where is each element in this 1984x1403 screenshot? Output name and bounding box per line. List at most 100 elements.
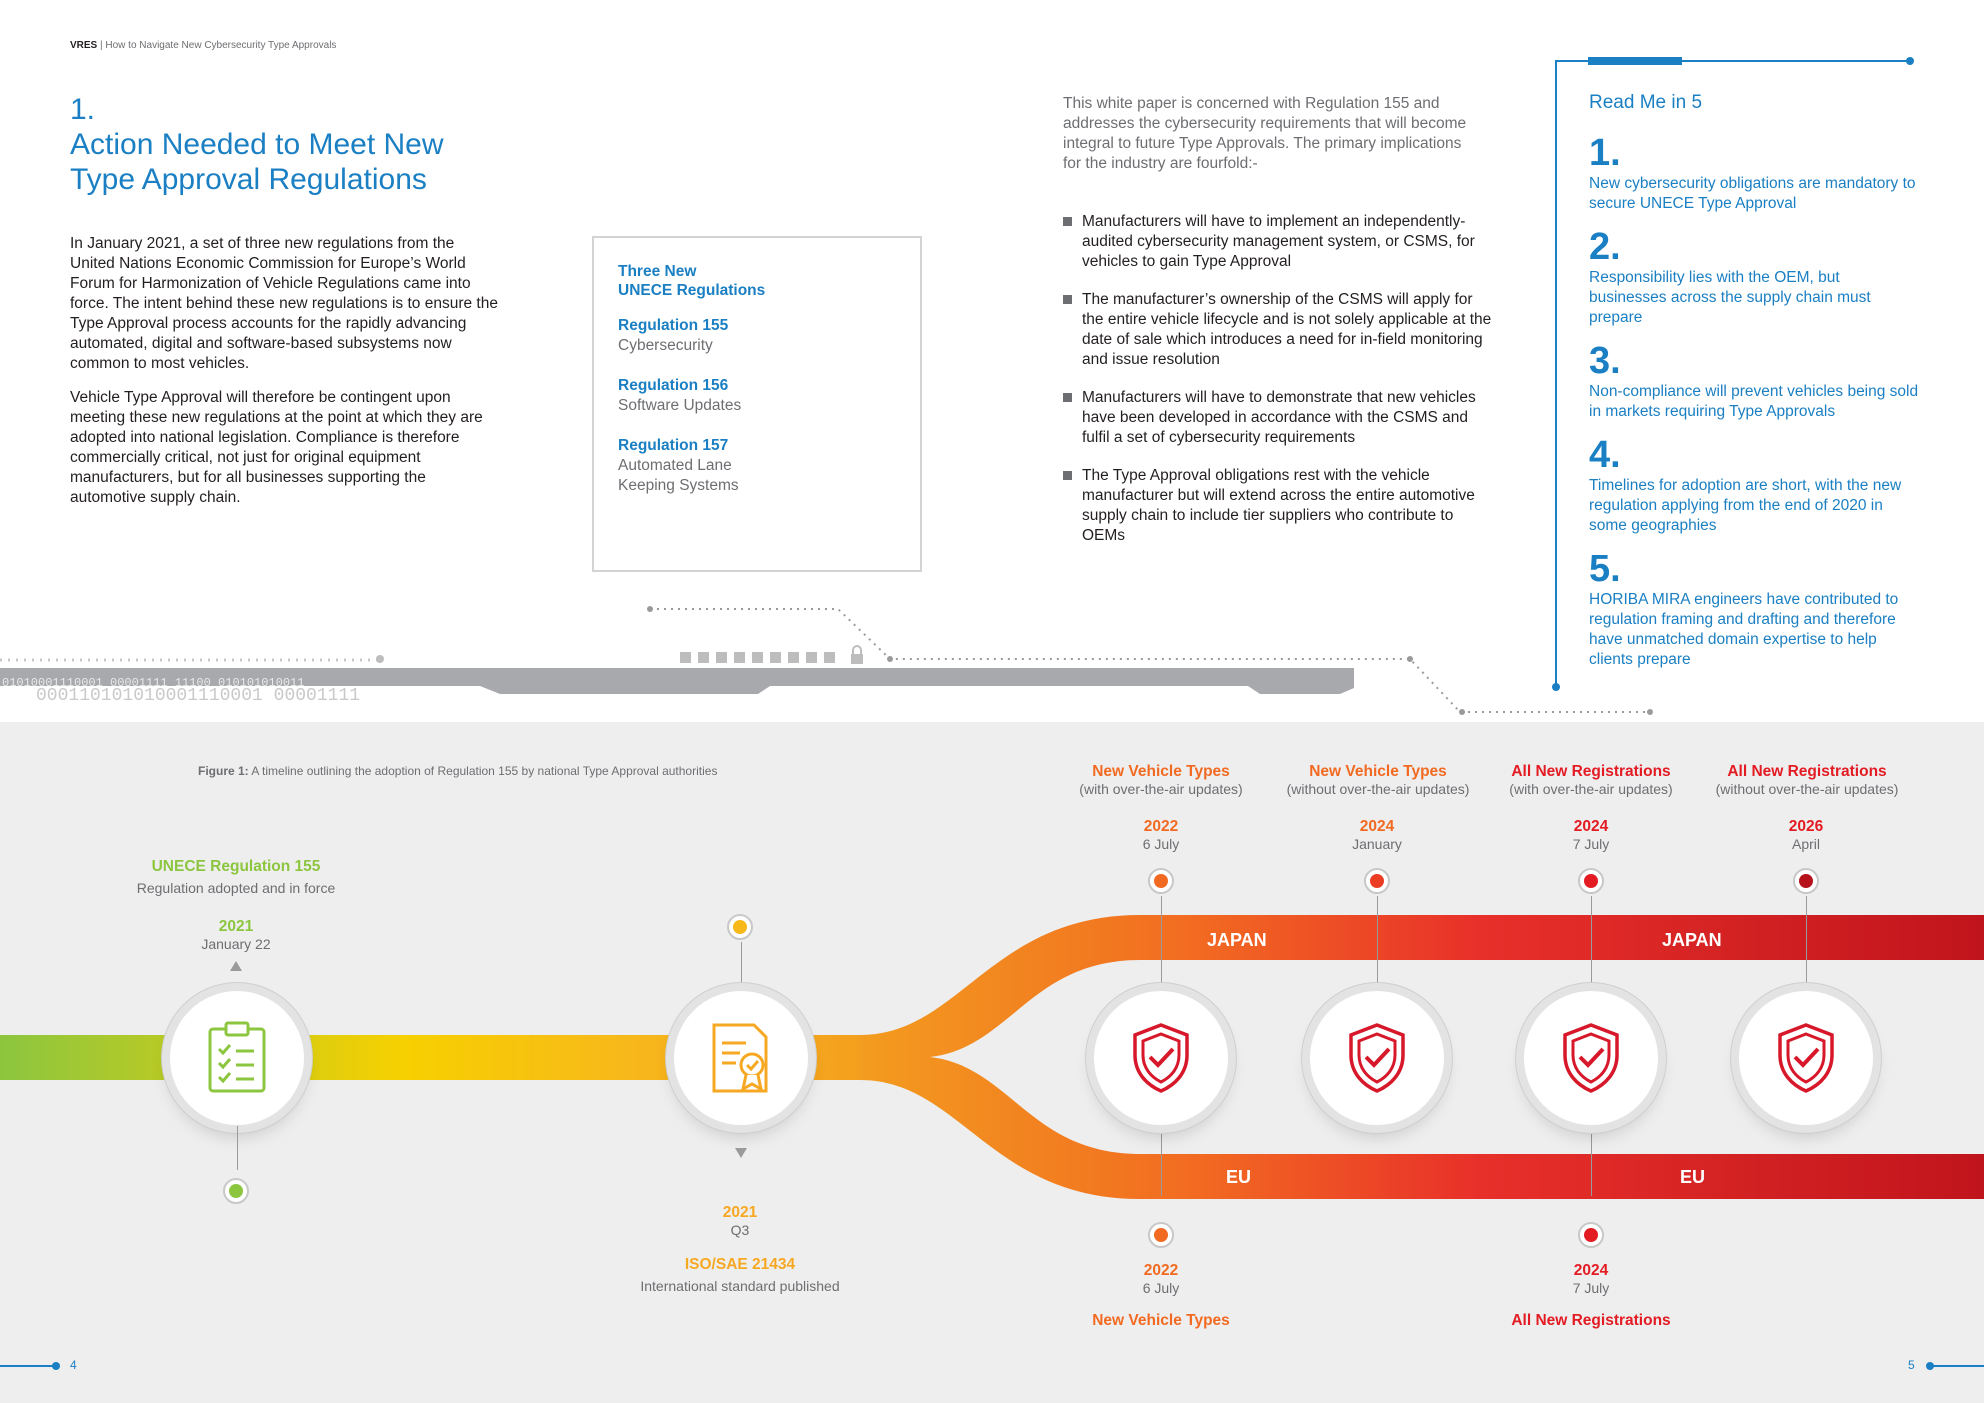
iso-date: 2021 Q3: [680, 1204, 800, 1238]
readme-text: HORIBA MIRA engineers have contributed t…: [1589, 591, 1899, 668]
regulation-name: Regulation 157: [618, 437, 729, 454]
readme-number: 3.: [1589, 340, 1621, 382]
brand-label: VRES: [70, 40, 98, 51]
date-day: 6 July: [1142, 1280, 1180, 1296]
milestone-title: All New Registrations: [1511, 763, 1671, 780]
regulations-box: Three New UNECE Regulations Regulation 1…: [592, 236, 922, 572]
readme-frame-left: [1555, 60, 1557, 686]
date-year: 2022: [1143, 1262, 1179, 1279]
milestone-title: New Vehicle Types: [1092, 1312, 1230, 1329]
milestone-dot: [1148, 1222, 1174, 1248]
list-item: Manufacturers will have to demonstrate t…: [1063, 388, 1493, 448]
milestone-title: New Vehicle Types: [1309, 763, 1447, 780]
shield-node: [1094, 991, 1228, 1125]
white-paper-intro: This white paper is concerned with Regul…: [1063, 95, 1467, 172]
milestone-header: All New Registrations (with over-the-air…: [1481, 763, 1701, 798]
page-rule: [0, 1365, 56, 1367]
list-item-text: The Type Approval obligations rest with …: [1082, 467, 1475, 544]
date-year: 2024: [1573, 1262, 1609, 1279]
readme-number: 5.: [1589, 548, 1621, 590]
page-rule: [1930, 1365, 1984, 1367]
eu-milestone-date: 2022 6 July: [1101, 1262, 1221, 1296]
date-day: January 22: [201, 936, 271, 952]
japan-label: JAPAN: [1207, 930, 1267, 950]
date-year: 2022: [1143, 818, 1179, 835]
frame-end-dot-icon: [1906, 57, 1914, 65]
milestone-dot: [223, 1178, 249, 1204]
list-item-text: Manufacturers will have to demonstrate t…: [1082, 389, 1476, 446]
bullet-square-icon: [1063, 295, 1072, 304]
list-item-text: The manufacturer’s ownership of the CSMS…: [1082, 291, 1492, 368]
certificate-node: [674, 991, 808, 1125]
eu-milestone-label: New Vehicle Types: [1051, 1312, 1271, 1330]
milestone-date: 2024 January: [1317, 818, 1437, 852]
milestone-dot: [1578, 1222, 1604, 1248]
list-item: The Type Approval obligations rest with …: [1063, 466, 1493, 546]
milestone-title: All New Registrations: [1727, 763, 1887, 780]
milestone-header: All New Registrations (without over-the-…: [1697, 763, 1917, 798]
shield-check-icon: [1778, 1023, 1834, 1093]
date-year: 2024: [1359, 818, 1395, 835]
iso-title: ISO/SAE 21434: [684, 1256, 796, 1273]
regulation-description: Automated Lane Keeping Systems: [618, 457, 739, 494]
shield-node: [1524, 991, 1658, 1125]
shield-check-icon: [1133, 1023, 1189, 1093]
connector-line: [1806, 896, 1807, 996]
connector-line: [1377, 896, 1378, 996]
shield-node: [1739, 991, 1873, 1125]
milestone-subtitle: (without over-the-air updates): [1286, 781, 1470, 797]
figure-caption-text: A timeline outlining the adoption of Reg…: [251, 764, 718, 778]
regulation-name: Regulation 156: [618, 377, 729, 394]
shield-check-icon: [1349, 1023, 1405, 1093]
bullet-square-icon: [1063, 393, 1072, 402]
running-header: VRES | How to Navigate New Cybersecurity…: [70, 40, 337, 51]
clipboard-checklist-node: [170, 991, 304, 1125]
milestone-dot: [1793, 868, 1819, 894]
arrow-down-icon: [735, 1148, 747, 1158]
implications-list: Manufacturers will have to implement an …: [1063, 212, 1493, 564]
milestone-dot: [1578, 868, 1604, 894]
intro-text: In January 2021, a set of three new regu…: [70, 234, 500, 522]
date-year: 2021: [218, 918, 254, 935]
intro-paragraph: In January 2021, a set of three new regu…: [70, 235, 498, 372]
date-year: 2026: [1788, 818, 1824, 835]
date-day: Q3: [730, 1222, 750, 1238]
regulations-box-heading-line2: UNECE Regulations: [618, 282, 766, 299]
milestone-header: New Vehicle Types (without over-the-air …: [1268, 763, 1488, 798]
eu-label: EU: [1680, 1167, 1706, 1187]
arrow-up-icon: [230, 961, 242, 971]
eu-milestone-date: 2024 7 July: [1531, 1262, 1651, 1296]
bullet-square-icon: [1063, 217, 1072, 226]
regulation-name: Regulation 155: [618, 317, 729, 334]
section-title-line2: Type Approval Regulations: [70, 163, 427, 196]
regulations-box-heading-line1: Three New: [618, 263, 697, 280]
regulations-box-heading: Three New UNECE Regulations: [618, 262, 896, 300]
binary-decoration: 01010001110001 00001111 11100 0101010100…: [2, 676, 305, 690]
readme-text: Non-compliance will prevent vehicles bei…: [1589, 383, 1919, 420]
page-number-left: 4: [70, 1358, 77, 1372]
readme-frame-accent: [1588, 57, 1682, 65]
milestone-subtitle: (with over-the-air updates): [1079, 781, 1243, 797]
readme-frame-top: [1556, 60, 1910, 62]
section-title-line1: Action Needed to Meet New: [70, 128, 444, 161]
date-day: 6 July: [1142, 836, 1180, 852]
date-day: January: [1352, 836, 1402, 852]
readme-number: 4.: [1589, 434, 1621, 476]
list-item: Manufacturers will have to implement an …: [1063, 212, 1493, 272]
page-number-right: 5: [1908, 1358, 1915, 1372]
list-item: The manufacturer’s ownership of the CSMS…: [1063, 290, 1493, 370]
figure-caption-label: Figure 1:: [198, 764, 249, 778]
readme-title: Read Me in 5: [1589, 92, 1703, 113]
shield-node: [1310, 991, 1444, 1125]
date-day: 7 July: [1572, 1280, 1610, 1296]
regulation-description: Software Updates: [618, 397, 742, 414]
readme-text: Responsibility lies with the OEM, but bu…: [1589, 269, 1871, 326]
binary-decoration: 000110101010001110001 00001111: [36, 686, 361, 706]
date-day: April: [1791, 836, 1820, 852]
page-title: 1. Action Needed to Meet New Type Approv…: [70, 92, 540, 197]
readme-number: 1.: [1589, 132, 1621, 174]
milestone-title: New Vehicle Types: [1092, 763, 1230, 780]
readme-text: Timelines for adoption are short, with t…: [1589, 477, 1902, 534]
milestone-subtitle: (with over-the-air updates): [1509, 781, 1673, 797]
circuit-decoration: [0, 606, 1653, 715]
